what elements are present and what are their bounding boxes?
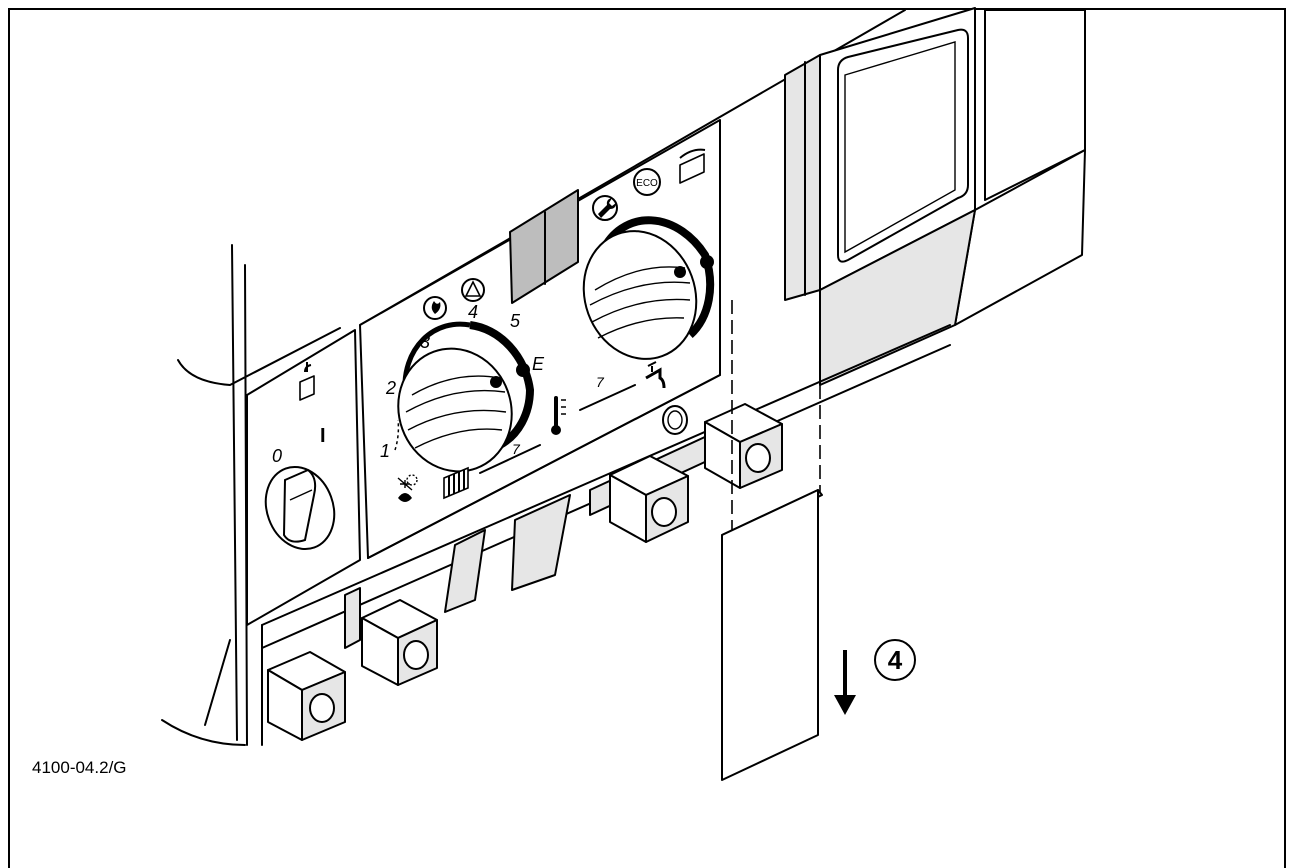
step-number-badge: 4 — [874, 639, 916, 681]
switch-on-label: I — [320, 425, 326, 447]
power-standby-icon — [299, 362, 315, 401]
heating-min-line — [479, 444, 541, 474]
heating-dial-eco-marker — [516, 363, 530, 377]
figure-frame — [8, 8, 1286, 868]
connector-block-3 — [609, 455, 689, 543]
eco-icon-text: ECO — [636, 178, 658, 189]
heating-scale-3: 3 — [420, 332, 430, 352]
burner-icon — [423, 296, 447, 320]
heating-scale-1: 1 — [380, 441, 390, 461]
hot-water-dial-marker — [674, 266, 686, 278]
connector-block-4 — [704, 403, 783, 489]
hot-water-min-mark: 7 — [596, 374, 605, 390]
heating-dial[interactable] — [381, 321, 535, 487]
boiler-control-panel-drawing: 1 2 3 4 5 E 7 7 — [161, 7, 1086, 781]
tap-icon — [645, 361, 666, 389]
thermometer-icon — [551, 396, 566, 435]
radiator-icon — [443, 466, 469, 500]
indicator-lamp — [662, 405, 688, 435]
main-switch[interactable] — [255, 457, 346, 559]
warning-triangle-icon — [461, 278, 485, 302]
heating-scale-4: 4 — [468, 302, 478, 322]
switch-off-label: 0 — [272, 446, 282, 466]
hot-water-min-line — [579, 384, 636, 411]
heating-min-mark: 7 — [512, 441, 521, 457]
down-arrow-icon — [834, 650, 856, 715]
connector-block-2 — [361, 599, 438, 686]
hot-water-dial-eco-marker — [700, 255, 714, 269]
heating-scale-5: 5 — [510, 311, 521, 331]
heating-scale-2: 2 — [385, 378, 396, 398]
figure-code: 4100-04.2/G — [32, 758, 127, 777]
display-icon — [679, 148, 706, 184]
heating-dial-marker — [490, 376, 502, 388]
wrench-icon — [592, 195, 618, 221]
frost-protection-icon — [397, 474, 418, 502]
heating-scale-e: E — [532, 354, 545, 374]
connector-block-1 — [267, 651, 346, 741]
upper-housing — [359, 7, 1086, 386]
hot-water-dial[interactable] — [566, 215, 715, 375]
step-number: 4 — [888, 645, 903, 675]
eco-icon: ECO — [633, 168, 661, 196]
cover-plate[interactable] — [721, 300, 823, 781]
